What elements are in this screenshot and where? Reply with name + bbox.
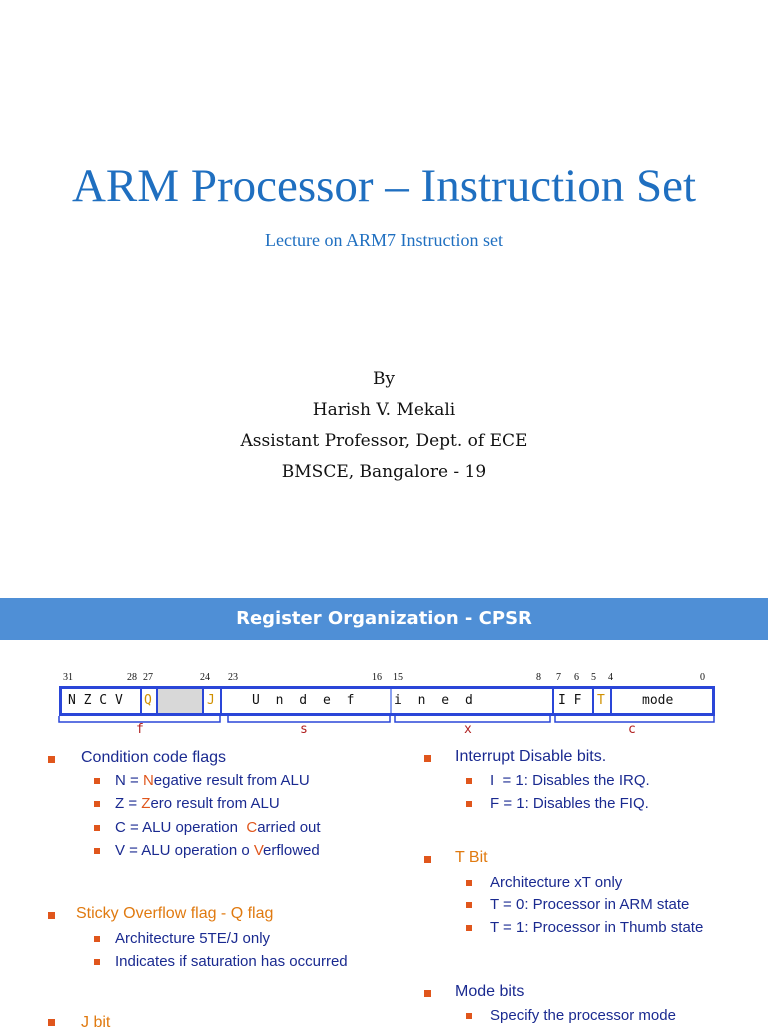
bullet-icon [466,880,472,886]
bit-number: 24 [200,672,210,683]
sticky-item: Architecture 5TE/J only [115,930,271,947]
bit-number: 6 [574,672,579,683]
sticky-overflow-heading: Sticky Overflow flag - Q flag [76,905,274,922]
bit-number: 23 [228,672,238,683]
bullet-icon [466,801,472,807]
field-label-f: f [136,722,144,737]
item-text: Z = [115,795,142,812]
item-text: erflowed [263,842,320,859]
bullet-icon [466,902,472,908]
field-label-s: s [300,722,308,737]
register-divider [140,689,142,713]
bullet-icon [94,936,100,942]
register-divider [202,689,204,713]
bullet-icon [94,825,100,831]
field-brackets [58,716,715,723]
mode-bits: mode [642,693,674,708]
bit-number: 0 [700,672,705,683]
t-bit-item: Architecture xT only [490,874,623,891]
interrupt-heading: Interrupt Disable bits. [455,748,607,765]
sticky-item: Indicates if saturation has occurred [115,953,348,970]
bit-number: 31 [63,672,73,683]
item-highlight: C [246,819,258,836]
t-bit-heading: T Bit [455,849,488,866]
bit-number: 8 [536,672,541,683]
author-line: Harish V. Mekali [312,400,456,420]
bullet-icon [94,801,100,807]
item-text: V = ALU operation o [115,842,254,859]
t-bit-item: T = 1: Processor in Thumb state [490,919,704,936]
bullet-icon [48,912,55,919]
bit-number: 15 [393,672,403,683]
register-divider [552,689,554,713]
field-label-c: c [628,722,636,737]
condition-item: Z = Zero result from ALU [115,795,280,812]
bullet-icon [48,1019,55,1026]
author-line: By [372,369,396,389]
mode-bits-heading: Mode bits [455,983,525,1000]
t-bit: T [597,693,605,708]
item-highlight: N [142,772,154,789]
if-bits: I F [558,693,582,708]
bullet-icon [424,856,431,863]
condition-item: C = ALU operation Carried out [115,819,321,836]
bullet-icon [466,778,472,784]
item-text: arried out [257,819,321,836]
condition-item: N = Negative result from ALU [115,772,310,789]
item-highlight: V [253,842,264,859]
condition-item: V = ALU operation o Verflowed [115,842,320,859]
slide-subtitle: Lecture on ARM7 Instruction set [265,230,503,250]
bit-number: 5 [591,672,596,683]
j-bit: J [207,693,215,708]
register-divider [592,689,594,713]
field-label-x: x [464,722,472,737]
slide-title: ARM Processor – Instruction Set [71,160,696,212]
slide-banner: Register Organization - CPSR [0,598,768,640]
author-line: BMSCE, Bangalore - 19 [281,462,487,482]
item-highlight: Z [141,795,151,812]
bit-number: 16 [372,672,382,683]
bullet-icon [94,778,100,784]
bullet-icon [94,959,100,965]
bit-number: 27 [143,672,153,683]
t-bit-item: T = 0: Processor in ARM state [490,896,690,913]
register-divider [610,689,612,713]
register-divider [220,689,222,713]
author-block: By Harish V. Mekali Assistant Professor,… [0,364,768,488]
item-text: C = ALU operation [115,819,247,836]
item-text: N = [115,772,143,789]
bullet-icon [466,1013,472,1019]
bullet-icon [94,848,100,854]
undefined-field: i n e d [394,693,477,708]
condition-flags-heading: Condition code flags [81,749,226,766]
bit-number: 7 [556,672,561,683]
bullet-icon [424,755,431,762]
nzcv-bits: N Z C V [68,693,123,708]
mode-item: Specify the processor mode [490,1007,676,1024]
bullet-icon [48,756,55,763]
j-bit-heading: J bit [81,1014,111,1031]
undefined-field: U n d e f [252,693,359,708]
cpsr-slide: Register Organization - CPSR 31 28 27 24… [0,598,768,1031]
cpsr-register: N Z C V Q J U n d e f i n e d I F T mode [59,686,715,716]
register-divider [156,689,158,713]
author-line: Assistant Professor, Dept. of ECE [240,431,528,451]
bullet-icon [466,925,472,931]
register-divider [390,689,392,713]
title-slide: ARM Processor – Instruction Set Lecture … [0,160,768,488]
bullet-icon [424,990,431,997]
bit-number: 4 [608,672,613,683]
item-text: egative result from ALU [153,772,310,789]
bit-number: 28 [127,672,137,683]
reserved-cell [158,689,202,713]
interrupt-item: F = 1: Disables the FIQ. [490,795,649,812]
item-text: ero result from ALU [150,795,280,812]
interrupt-item: I = 1: Disables the IRQ. [490,772,650,789]
q-bit: Q [144,693,152,708]
